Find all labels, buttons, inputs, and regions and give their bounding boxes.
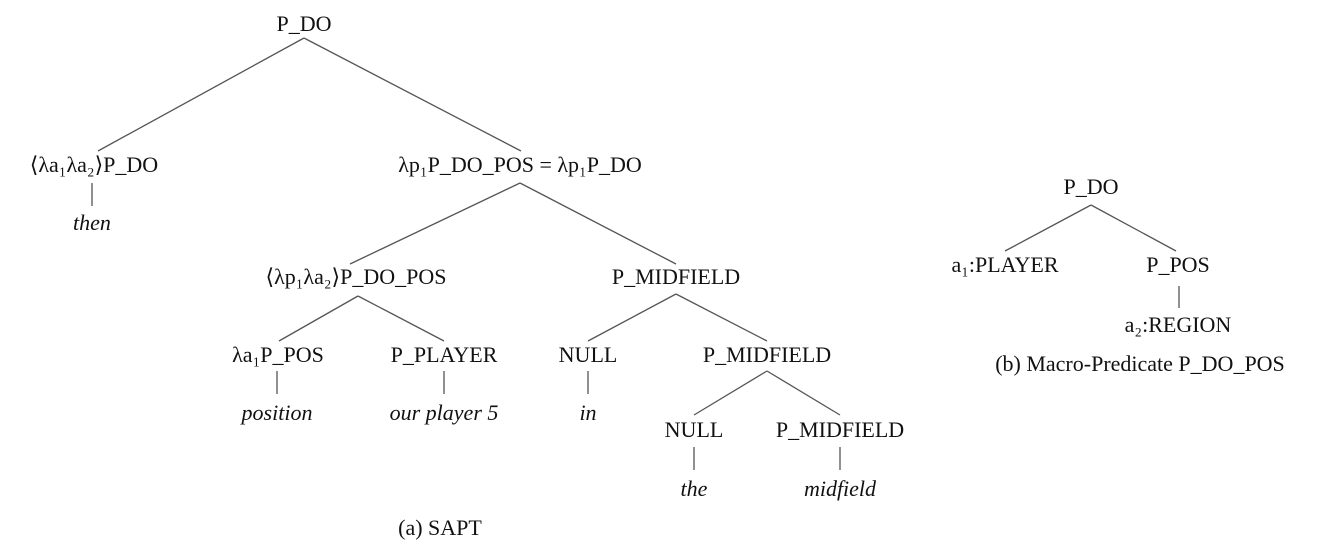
word-the: the	[681, 476, 708, 501]
macro-pos-node: P_POS	[1146, 252, 1210, 277]
sapt-caption: (a) SAPT	[398, 515, 482, 540]
edge-macro-root-pos	[1090, 204, 1177, 252]
edge-midfield-midfield-mid	[675, 293, 768, 342]
midfield-mid-node: P_MIDFIELD	[703, 342, 831, 367]
word-our-player-5: our player 5	[390, 400, 499, 425]
null-in-node: NULL	[559, 342, 618, 367]
then-predicate-node: ⟨λa₁λa₂⟩P_DO	[30, 152, 158, 177]
midfield-leaf-node: P_MIDFIELD	[776, 417, 904, 442]
edge-do-pos-eq-curried	[349, 182, 521, 265]
do-pos-curried-node: ⟨λp₁λa₂⟩P_DO_POS	[266, 264, 447, 289]
edge-midfield-mid-midfield-leaf	[766, 370, 841, 416]
sapt-nodes: P_DO ⟨λa₁λa₂⟩P_DO λp₁P_DO_POS = λp₁P_DO …	[30, 11, 904, 442]
macro-root-node: P_DO	[1063, 174, 1118, 199]
word-midfield: midfield	[804, 476, 877, 501]
sapt-words: then position our player 5 in the midfie…	[73, 210, 877, 501]
pos-predicate-node: λa₁P_POS	[232, 342, 324, 367]
macro-edges	[1004, 204, 1180, 308]
do-pos-equation-node: λp₁P_DO_POS = λp₁P_DO	[398, 152, 641, 177]
null-the-node: NULL	[665, 417, 724, 442]
midfield-top-node: P_MIDFIELD	[612, 264, 740, 289]
edge-curried-player-pred	[357, 295, 445, 342]
edge-root-do-pos-eq	[303, 37, 522, 152]
macro-player-arg-node: a₁:PLAYER	[951, 252, 1058, 277]
word-in: in	[579, 400, 596, 425]
sapt-root-node: P_DO	[276, 11, 331, 36]
edge-midfield-mid-null-the	[693, 370, 768, 416]
macro-region-arg-node: a₂:REGION	[1125, 312, 1232, 337]
sapt-edges	[91, 37, 841, 470]
edge-midfield-null-in	[587, 293, 677, 342]
word-position: position	[240, 400, 313, 425]
edge-root-then-pred	[97, 37, 305, 152]
edge-macro-root-player	[1004, 204, 1092, 252]
edge-curried-pos-pred	[278, 295, 359, 342]
word-then: then	[73, 210, 111, 235]
edge-do-pos-eq-midfield	[519, 182, 677, 265]
macro-caption: (b) Macro-Predicate P_DO_POS	[995, 351, 1285, 376]
macro-nodes: P_DO a₁:PLAYER P_POS a₂:REGION	[951, 174, 1231, 337]
player-predicate-node: P_PLAYER	[391, 342, 498, 367]
